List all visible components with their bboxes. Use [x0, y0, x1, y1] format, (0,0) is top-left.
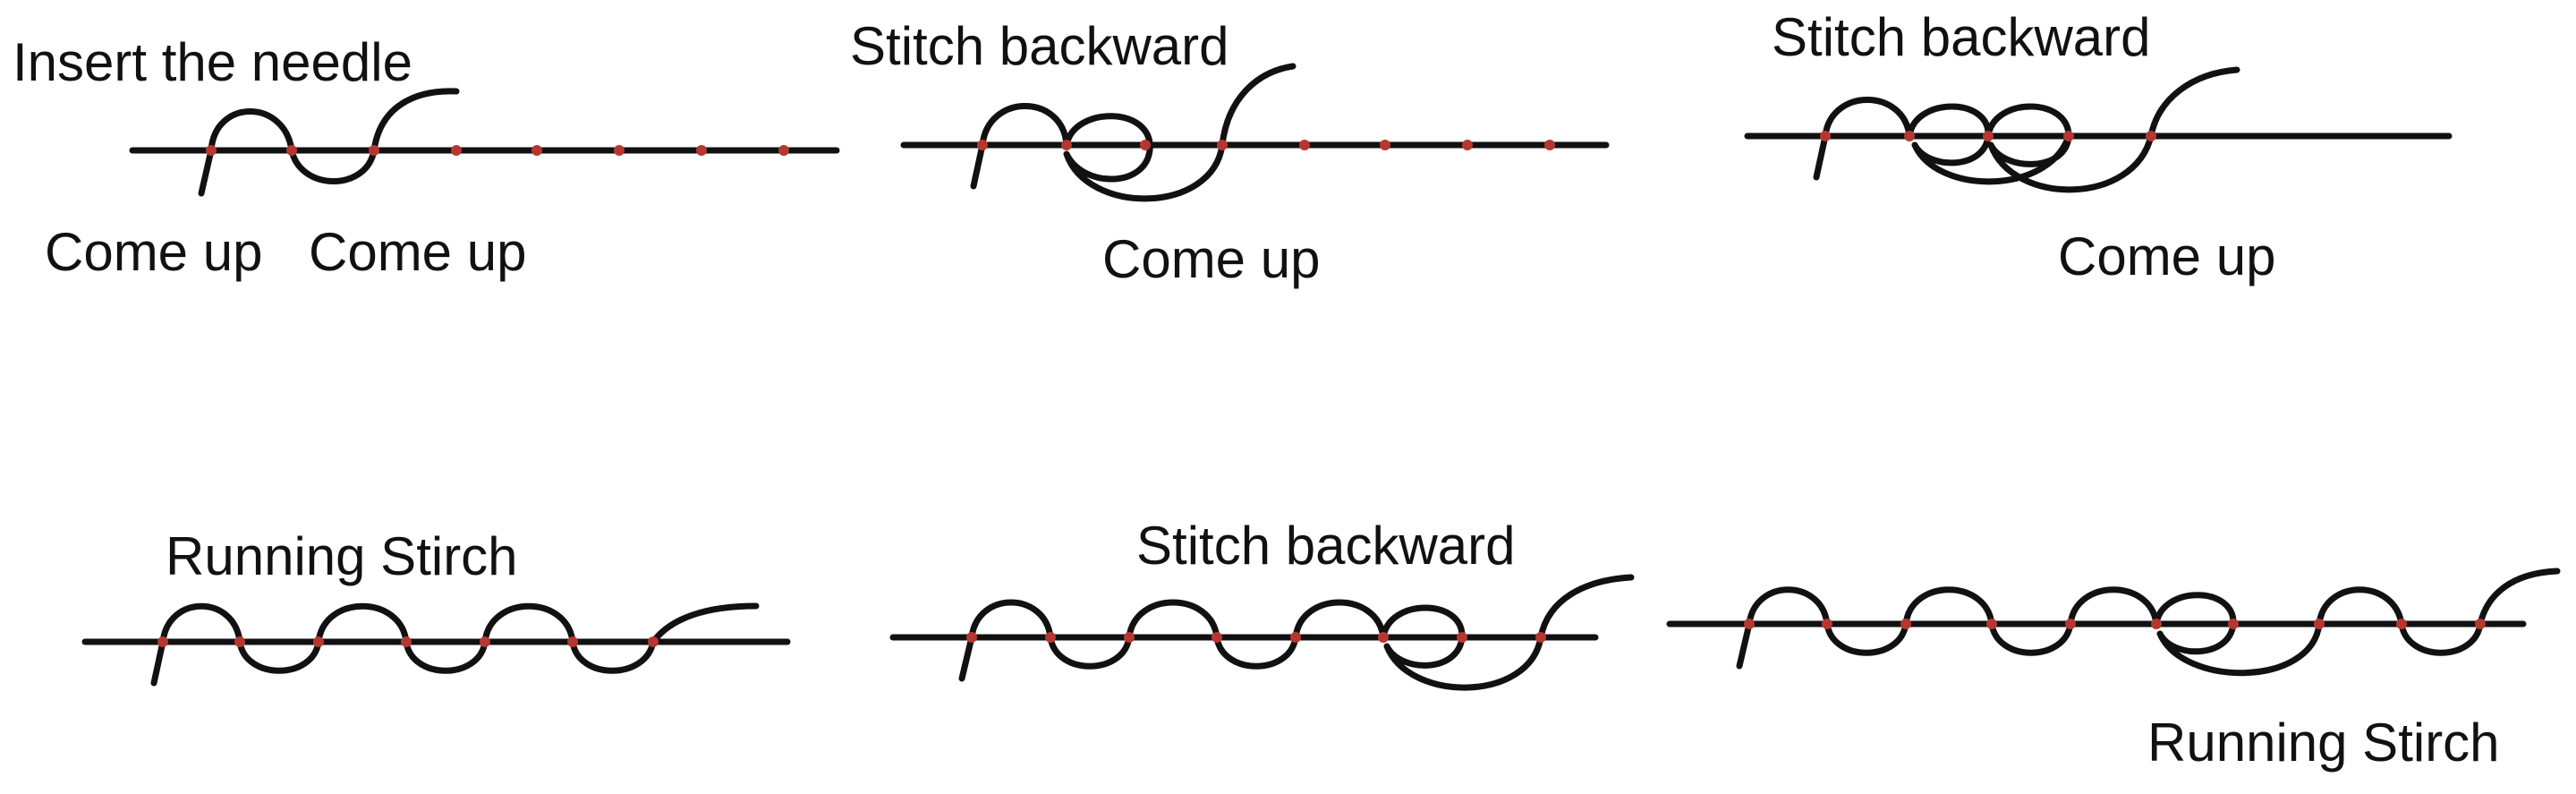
hole-5 [2065, 619, 2076, 629]
stitch-holes [157, 636, 659, 647]
hole-2 [1061, 140, 1072, 150]
thread [958, 574, 1635, 691]
hole-3 [369, 145, 379, 156]
hole-8 [1535, 632, 1546, 643]
label-stitch-backward: Stitch backward [1772, 7, 2151, 67]
hole-2 [1904, 131, 1915, 141]
hole-8 [1544, 140, 1555, 150]
hole-8 [2314, 619, 2325, 629]
hole-3 [1983, 131, 1994, 141]
hole-7 [2228, 619, 2239, 629]
panel-step-3: Stitch backward Come up [1744, 7, 2453, 286]
thread [198, 88, 460, 197]
stitch-holes [977, 140, 1555, 150]
hole-3 [1900, 619, 1911, 629]
hole-4 [451, 145, 462, 156]
hole-2 [286, 145, 297, 156]
hole-7 [648, 636, 659, 647]
label-come-up: Come up [45, 222, 262, 282]
label-stitch-backward: Stitch backward [1136, 516, 1516, 576]
hole-4 [2063, 131, 2074, 141]
panel-step-5: Stitch backward [889, 516, 1635, 691]
hole-1 [157, 636, 168, 647]
hole-5 [1299, 140, 1310, 150]
stitch-holes [206, 145, 789, 156]
stitch-holes [1820, 131, 2156, 141]
label-insert-the-needle: Insert the needle [13, 32, 412, 92]
thread-second-loop [1985, 66, 2240, 193]
stitch-holes [966, 632, 1546, 643]
hole-2 [234, 636, 245, 647]
hole-5 [1290, 632, 1301, 643]
thread [1813, 97, 2072, 185]
hole-3 [1124, 632, 1135, 643]
label-come-up: Come up [1102, 229, 1320, 289]
hole-1 [1744, 619, 1755, 629]
hole-6 [2151, 619, 2162, 629]
hole-7 [696, 145, 707, 156]
hole-10 [2475, 619, 2486, 629]
hole-3 [313, 636, 324, 647]
panel-step-6: Running Stirch [1666, 568, 2561, 773]
label-running-stitch: Running Stirch [166, 526, 518, 586]
thread [970, 63, 1297, 202]
hole-6 [1380, 140, 1390, 150]
hole-8 [778, 145, 789, 156]
hole-4 [1211, 632, 1222, 643]
hole-2 [1822, 619, 1832, 629]
hole-1 [966, 632, 977, 643]
label-come-up: Come up [2058, 226, 2275, 286]
hole-3 [1140, 140, 1151, 150]
hole-7 [1457, 632, 1467, 643]
stitch-holes [1744, 619, 2486, 629]
hole-2 [1045, 632, 1056, 643]
hole-5 [2146, 131, 2156, 141]
panel-step-1: Insert the needle Come up Come up [13, 32, 840, 282]
hole-5 [531, 145, 542, 156]
hole-1 [977, 140, 988, 150]
label-running-stitch: Running Stirch [2147, 713, 2500, 773]
hole-6 [1378, 632, 1389, 643]
hole-6 [614, 145, 625, 156]
hole-4 [401, 636, 412, 647]
hole-1 [1820, 131, 1831, 141]
label-stitch-backward: Stitch backward [850, 16, 1229, 76]
hole-1 [206, 145, 217, 156]
hole-4 [1986, 619, 1997, 629]
hole-9 [2396, 619, 2407, 629]
hole-4 [1217, 140, 1228, 150]
panel-step-2: Stitch backward Come up [850, 16, 1610, 289]
hole-7 [1462, 140, 1473, 150]
hole-6 [567, 636, 578, 647]
hole-5 [480, 636, 490, 647]
label-come-up: Come up [309, 222, 526, 282]
panel-step-4: Running Stirch [81, 526, 791, 687]
